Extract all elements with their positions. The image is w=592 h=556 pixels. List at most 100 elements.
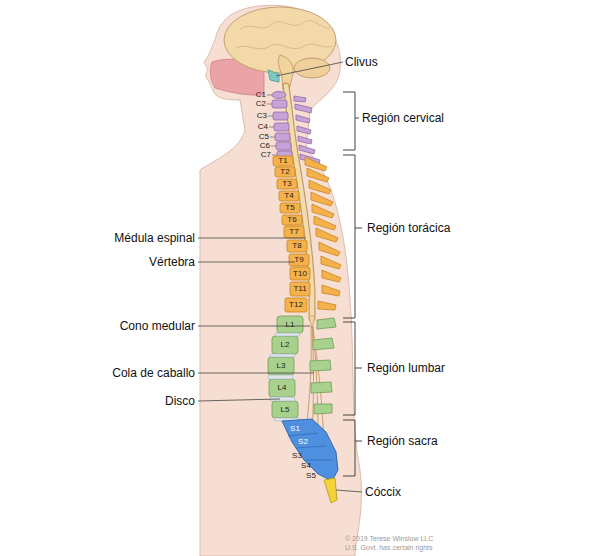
- vertebra-body: [282, 215, 302, 225]
- leader-line: [271, 146, 276, 147]
- vertebra-number: L2: [281, 341, 290, 349]
- vertebra-number: T9: [294, 256, 303, 264]
- cervical-vertebrae: [272, 92, 320, 165]
- vertebra-number: C1: [256, 91, 266, 99]
- spinous-process: [322, 270, 341, 282]
- spinous-process: [311, 192, 333, 206]
- vertebra-number: T7: [289, 228, 298, 236]
- leader-line: [198, 399, 280, 401]
- intervertebral-discs: [268, 333, 300, 421]
- vertebra-number: C6: [260, 142, 270, 150]
- vertebra-body: [277, 316, 303, 333]
- structure-label: Disco: [165, 395, 195, 407]
- vertebra-number: S5: [306, 472, 316, 480]
- vertebra-body: [289, 254, 309, 266]
- vertebra-number: S1: [290, 425, 300, 433]
- lumbar-vertebrae: [268, 316, 336, 418]
- vertebra-body: [285, 298, 307, 312]
- leader-line: [270, 137, 275, 138]
- vertebra-number: T10: [293, 270, 307, 278]
- coccyx: [324, 478, 337, 503]
- vertebra-number: T5: [285, 204, 294, 212]
- spinous-process: [311, 382, 332, 393]
- spinous-process: [316, 228, 338, 242]
- vertebra-number: T11: [293, 285, 306, 293]
- spinous-process: [309, 180, 331, 194]
- structure-label: Médula espinal: [114, 232, 195, 244]
- spinous-process: [319, 242, 340, 256]
- leader-line: [198, 238, 306, 239]
- spinous-process: [313, 338, 334, 350]
- leader-line: [198, 262, 295, 263]
- disc: [268, 375, 293, 379]
- leader-line: [198, 373, 314, 374]
- vertebra-body: [272, 100, 287, 108]
- vertebra-number: T4: [284, 192, 293, 200]
- spinous-process: [314, 404, 332, 414]
- cerebellum: [294, 58, 330, 78]
- vertebra-body: [272, 336, 298, 354]
- vertebra-body: [276, 142, 291, 150]
- vertebra-body: [273, 112, 288, 120]
- vertebra-body: [290, 282, 310, 296]
- vertebra-number: S4: [301, 462, 311, 470]
- spinous-process: [317, 318, 336, 329]
- region-label: Región torácica: [367, 222, 450, 234]
- spinous-process: [318, 301, 336, 310]
- copyright-note: U.S. Govt. has certain rights: [345, 544, 433, 551]
- region-label: Región sacra: [367, 435, 438, 447]
- vertebra-body: [275, 133, 290, 141]
- vertebra-number: C7: [261, 151, 271, 159]
- vertebra-number: C2: [256, 100, 266, 108]
- sacrum: [282, 419, 338, 481]
- sacral-lines: [288, 433, 333, 460]
- vertebra-number: L1: [286, 321, 295, 329]
- structure-label: Vértebra: [149, 256, 195, 268]
- spinous-process: [307, 168, 329, 182]
- copyright-note: © 2019 Terese Winslow LLC: [345, 535, 433, 542]
- vertebra-number: T12: [289, 301, 303, 309]
- body-silhouette: [200, 5, 361, 556]
- leader-line: [269, 127, 274, 128]
- vertebra-number: S2: [298, 438, 308, 446]
- vertebra-number: L5: [281, 406, 290, 414]
- leader-line: [267, 95, 272, 96]
- vertebra-body: [274, 123, 289, 131]
- disc: [275, 333, 300, 336]
- brain-folds: [236, 20, 332, 48]
- spinal-cord-core: [286, 86, 312, 318]
- spinous-process: [297, 126, 311, 134]
- structure-label: Clivus: [345, 56, 378, 68]
- spinous-process: [298, 136, 312, 144]
- bracket: [343, 92, 359, 150]
- vertebra-body: [272, 401, 298, 418]
- vertebra-number: C5: [259, 133, 269, 141]
- leader-line: [267, 104, 272, 105]
- leader-line: [276, 62, 343, 76]
- vertebra-number: L4: [278, 384, 287, 392]
- spinous-process: [314, 216, 336, 230]
- spinous-process: [295, 104, 312, 113]
- spinous-process: [299, 145, 315, 154]
- thoracic-vertebrae: [273, 156, 341, 312]
- spinous-process: [321, 256, 341, 269]
- vertebra-number: T8: [292, 242, 301, 250]
- vertebra-number: C4: [258, 123, 268, 131]
- vertebra-number: S3: [292, 452, 302, 460]
- structure-label: Cóccix: [365, 486, 401, 498]
- vertebra-body: [287, 240, 307, 252]
- vertebra-body: [273, 156, 293, 166]
- vertebra-body: [277, 179, 297, 189]
- spinous-process: [294, 96, 306, 102]
- bracket: [343, 420, 362, 476]
- vertebra-number: C3: [257, 112, 267, 120]
- spinous-process: [310, 360, 331, 371]
- structure-label: Cono medular: [120, 320, 195, 332]
- spinous-process: [312, 204, 334, 218]
- vertebra-number: L3: [277, 362, 286, 370]
- leader-line: [268, 116, 273, 117]
- vertebra-body: [290, 267, 310, 280]
- callout-leaders: [198, 62, 362, 492]
